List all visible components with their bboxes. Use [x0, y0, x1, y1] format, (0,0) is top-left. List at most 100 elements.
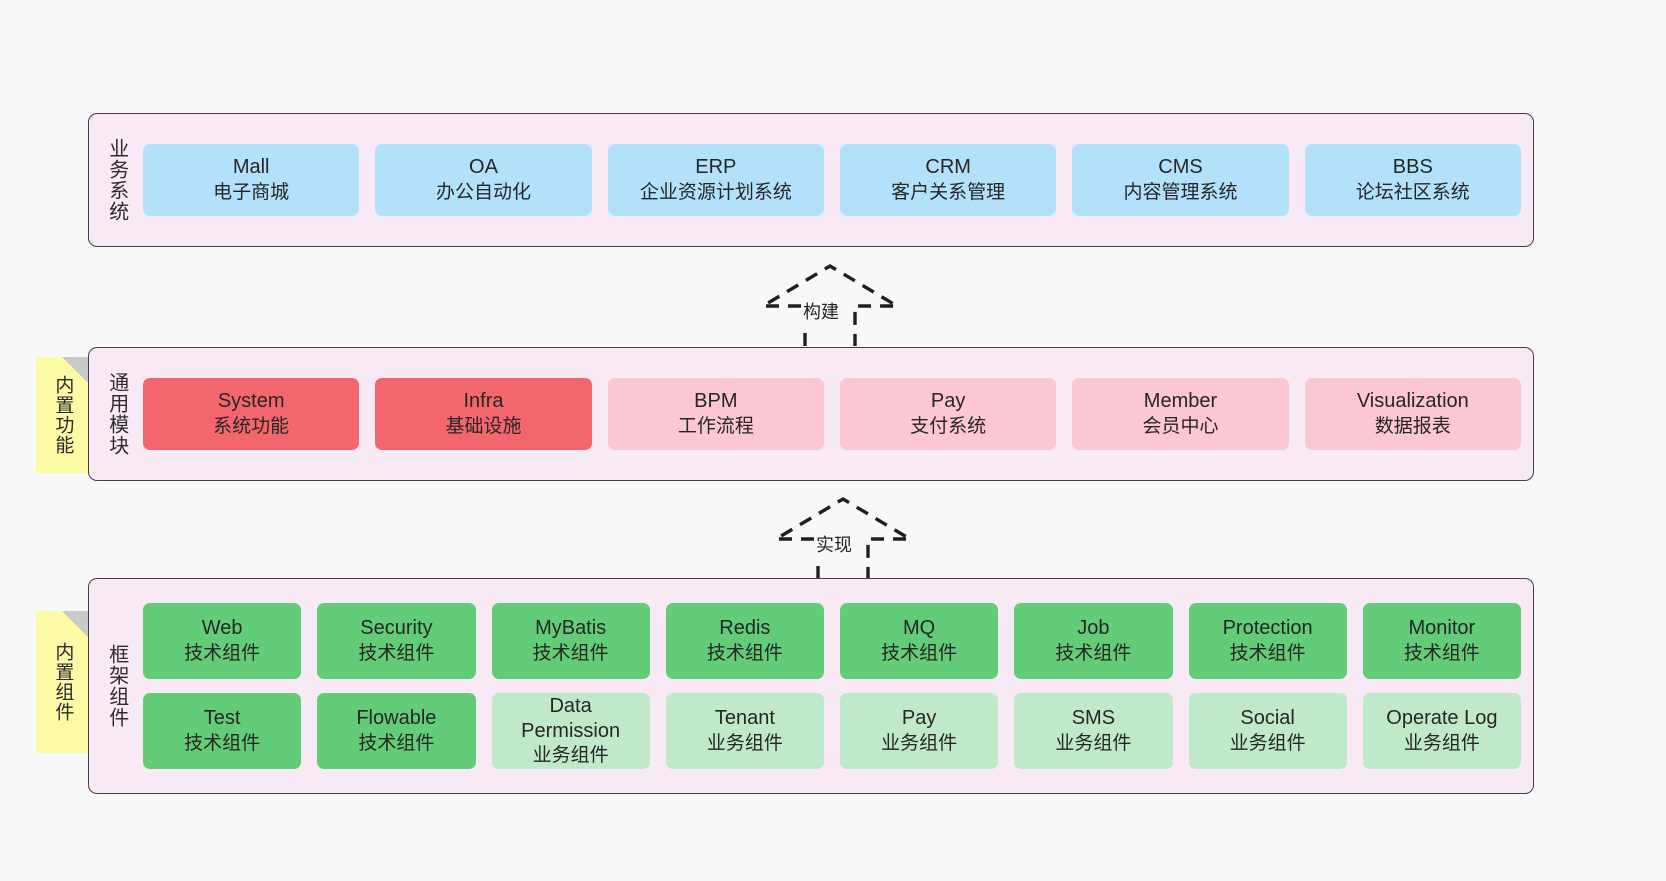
box-title: Redis: [719, 617, 771, 640]
box-mq[interactable]: MQ 技术组件: [840, 603, 999, 679]
box-subtitle: 会员中心: [1142, 415, 1219, 437]
box-title: Pay: [901, 707, 937, 730]
layer-business-system: 业务系统 Mall 电子商城 OA 办公自动化 ERP 企业资源计划系统 CRM…: [88, 113, 1534, 247]
box-title: Infra: [463, 390, 504, 413]
connector-build-label: 构建: [801, 298, 841, 324]
box-test[interactable]: Test 技术组件: [143, 693, 302, 769]
box-subtitle: 技术组件: [358, 732, 435, 754]
box-monitor[interactable]: Monitor 技术组件: [1362, 603, 1521, 679]
box-pay[interactable]: Pay 支付系统: [839, 378, 1057, 450]
connector-implement: 实现: [768, 495, 918, 581]
build-arrow-outline: [756, 264, 904, 346]
box-title: MyBatis: [535, 617, 607, 640]
box-title: SMS: [1071, 707, 1116, 730]
box-mybatis[interactable]: MyBatis 技术组件: [491, 603, 650, 679]
box-title: Test: [203, 707, 241, 730]
layer-title-framework-component: 框架组件: [105, 644, 128, 728]
box-operate-log[interactable]: Operate Log 业务组件: [1362, 693, 1521, 769]
box-subtitle: 电子商城: [213, 181, 290, 203]
box-infra[interactable]: Infra 基础设施: [375, 378, 592, 450]
box-row: Web 技术组件 Security 技术组件 MyBatis 技术组件 Redi…: [143, 603, 1521, 679]
box-subtitle: 数据报表: [1374, 415, 1451, 437]
sticky-note-builtin-component: 内置组件: [36, 611, 88, 753]
layer-common-module: 通用模块 System 系统功能 Infra 基础设施 BPM 工作流程 Pay…: [88, 347, 1534, 481]
box-subtitle: 企业资源计划系统: [639, 181, 792, 203]
box-row: System 系统功能 Infra 基础设施 BPM 工作流程 Pay 支付系统…: [143, 378, 1521, 450]
box-flowable[interactable]: Flowable 技术组件: [317, 693, 476, 769]
sticky-fold-corner: [62, 611, 88, 637]
layer-title-business-system: 业务系统: [105, 138, 128, 222]
box-subtitle: 技术组件: [881, 642, 958, 664]
box-title: Security: [360, 617, 433, 640]
sticky-note-label: 内置功能: [52, 375, 74, 455]
box-mall[interactable]: Mall 电子商城: [143, 144, 360, 216]
layer-body-framework-component: Web 技术组件 Security 技术组件 MyBatis 技术组件 Redi…: [143, 579, 1533, 793]
box-title: Job: [1077, 617, 1110, 640]
box-title: Visualization: [1356, 390, 1469, 413]
box-subtitle: 技术组件: [532, 642, 609, 664]
box-tenant[interactable]: Tenant 业务组件: [665, 693, 824, 769]
box-pay-component[interactable]: Pay 业务组件: [840, 693, 999, 769]
box-subtitle: 工作流程: [677, 415, 754, 437]
box-subtitle: 技术组件: [706, 642, 783, 664]
box-row: Mall 电子商城 OA 办公自动化 ERP 企业资源计划系统 CRM 客户关系…: [143, 144, 1521, 216]
box-oa[interactable]: OA 办公自动化: [375, 144, 592, 216]
box-subtitle: 技术组件: [1055, 642, 1132, 664]
box-subtitle: 论坛社区系统: [1355, 181, 1470, 203]
box-cms[interactable]: CMS 内容管理系统: [1072, 144, 1289, 216]
box-web[interactable]: Web 技术组件: [143, 603, 302, 679]
box-title: Social: [1240, 707, 1295, 730]
box-job[interactable]: Job 技术组件: [1014, 603, 1173, 679]
box-title: MQ: [903, 617, 936, 640]
box-subtitle: 技术组件: [1403, 642, 1480, 664]
box-erp[interactable]: ERP 企业资源计划系统: [607, 144, 824, 216]
box-title: BPM: [694, 390, 738, 413]
box-title: Web: [201, 617, 243, 640]
box-subtitle: 办公自动化: [435, 181, 531, 203]
box-title: Member: [1143, 390, 1218, 413]
box-title: Data Permission: [521, 694, 621, 743]
box-subtitle: 系统功能: [213, 415, 290, 437]
box-subtitle: 基础设施: [445, 415, 522, 437]
box-crm[interactable]: CRM 客户关系管理: [839, 144, 1057, 216]
box-title: CMS: [1158, 156, 1203, 179]
sticky-note-label: 内置组件: [52, 642, 74, 722]
box-visualization[interactable]: Visualization 数据报表: [1304, 378, 1521, 450]
box-title: BBS: [1392, 156, 1433, 179]
box-subtitle: 支付系统: [910, 415, 987, 437]
implement-arrow-outline: [769, 497, 917, 579]
box-security[interactable]: Security 技术组件: [317, 603, 476, 679]
box-subtitle: 业务组件: [532, 745, 609, 767]
box-member[interactable]: Member 会员中心: [1072, 378, 1289, 450]
box-title: Mall: [232, 156, 270, 179]
box-subtitle: 业务组件: [1229, 732, 1306, 754]
box-subtitle: 业务组件: [881, 732, 958, 754]
sticky-note-builtin-function: 内置功能: [36, 357, 88, 473]
box-subtitle: 业务组件: [1403, 732, 1480, 754]
box-data-permission[interactable]: Data Permission 业务组件: [491, 693, 650, 769]
box-subtitle: 技术组件: [184, 732, 261, 754]
box-redis[interactable]: Redis 技术组件: [665, 603, 824, 679]
box-subtitle: 技术组件: [184, 642, 261, 664]
layer-framework-component: 框架组件 Web 技术组件 Security 技术组件 MyBatis 技术组件…: [88, 578, 1534, 794]
box-title: Protection: [1222, 617, 1313, 640]
box-sms[interactable]: SMS 业务组件: [1014, 693, 1173, 769]
box-bpm[interactable]: BPM 工作流程: [607, 378, 824, 450]
box-title: Flowable: [356, 707, 437, 730]
box-title: Pay: [930, 390, 966, 413]
box-system[interactable]: System 系统功能: [143, 378, 360, 450]
box-subtitle: 业务组件: [706, 732, 783, 754]
layer-body-business-system: Mall 电子商城 OA 办公自动化 ERP 企业资源计划系统 CRM 客户关系…: [143, 114, 1533, 246]
box-title: ERP: [695, 156, 737, 179]
box-bbs[interactable]: BBS 论坛社区系统: [1304, 144, 1521, 216]
connector-implement-label: 实现: [814, 531, 854, 557]
layer-body-common-module: System 系统功能 Infra 基础设施 BPM 工作流程 Pay 支付系统…: [143, 348, 1533, 480]
box-title: Monitor: [1408, 617, 1476, 640]
connector-build: 构建: [755, 262, 905, 348]
box-social[interactable]: Social 业务组件: [1188, 693, 1347, 769]
box-title: Operate Log: [1386, 707, 1498, 730]
box-title: CRM: [925, 156, 971, 179]
box-protection[interactable]: Protection 技术组件: [1188, 603, 1347, 679]
box-subtitle: 客户关系管理: [891, 181, 1006, 203]
